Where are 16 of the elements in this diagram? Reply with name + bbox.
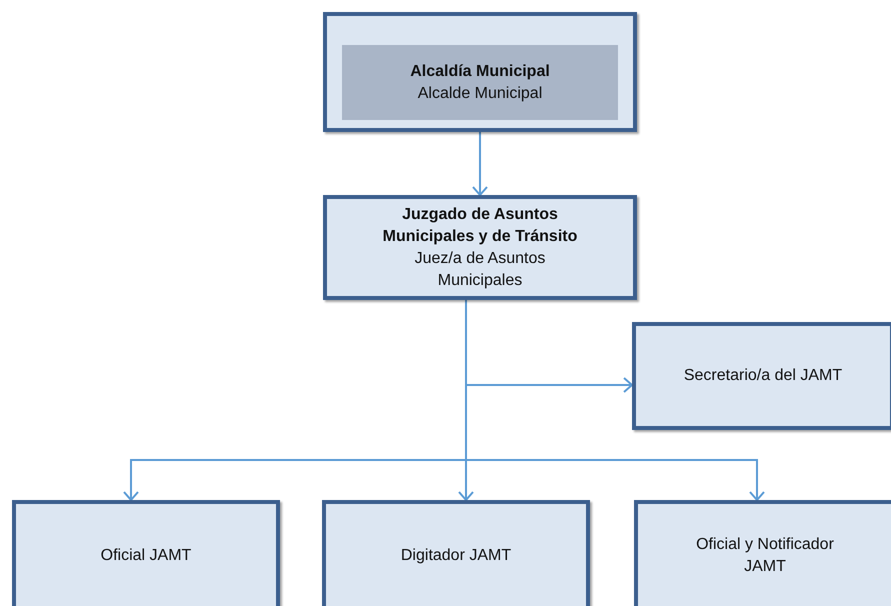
org-box [322, 500, 590, 606]
unit-name: Alcaldía Municipal [410, 62, 550, 82]
position-title: Digitador JAMT [400, 546, 512, 566]
unit-name: Juzgado de Asuntos Municipales y de Tránsito [382, 204, 578, 246]
org-box [12, 500, 280, 606]
org-box [634, 500, 891, 606]
title-box [342, 45, 618, 120]
position-title: Secretario/a del JAMT [684, 366, 842, 386]
position-title: Oficial JAMT [100, 546, 192, 566]
org-box [632, 322, 891, 430]
org-box [323, 12, 637, 132]
connector-arrow [472, 132, 488, 196]
org-box [323, 195, 637, 300]
position-title: Alcalde Municipal [418, 84, 542, 104]
position-title: Oficial y Notificador JAMT [695, 535, 835, 577]
position-title: Juez/a de Asuntos Municipales [414, 248, 546, 290]
